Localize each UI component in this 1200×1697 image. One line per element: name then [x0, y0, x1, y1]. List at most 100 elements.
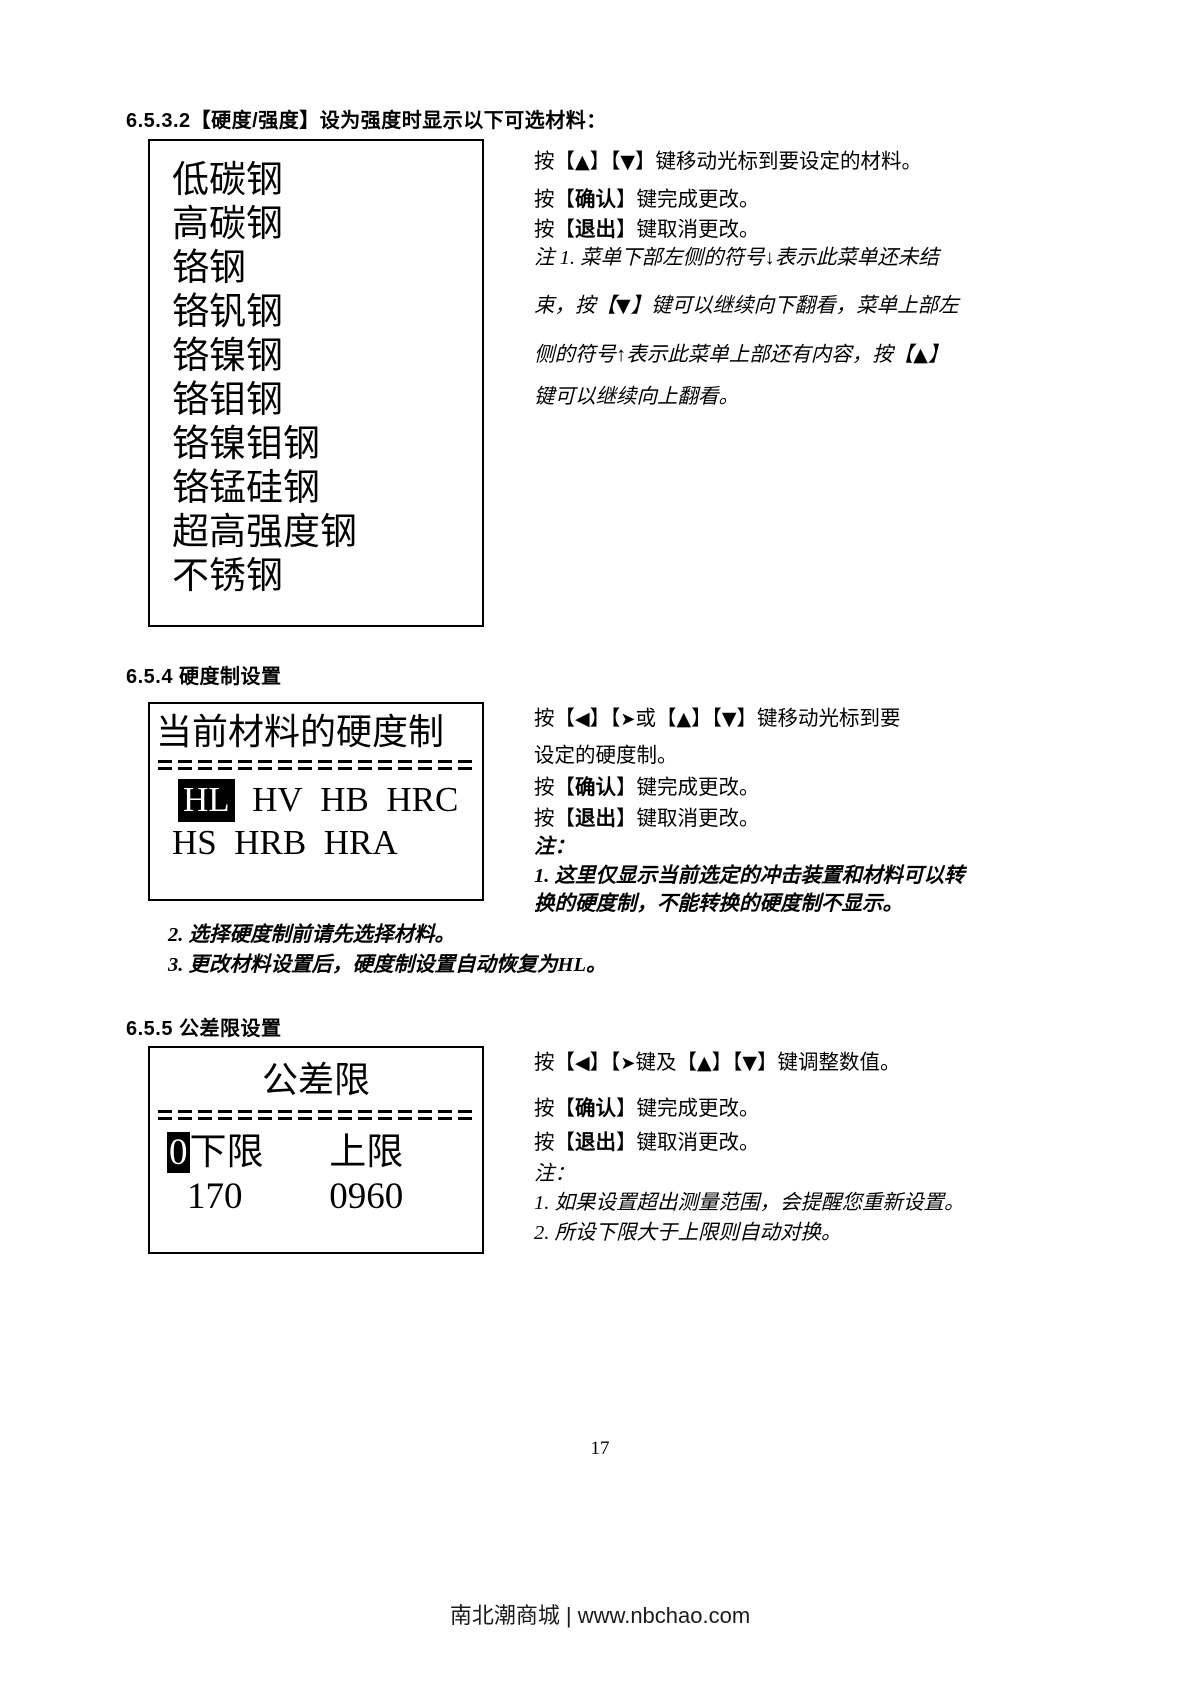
arrow-down-icon: ▼: [721, 708, 737, 730]
text: 】键调整数值。: [756, 1052, 901, 1074]
text: 键可以继续向上翻看。: [534, 386, 739, 408]
screen-title: 当前材料的硬度制: [156, 712, 445, 752]
cursor-block[interactable]: 0: [167, 1132, 190, 1173]
instruction-line: 按【确认】键完成更改。: [534, 778, 1014, 799]
page-number: 17: [590, 1438, 610, 1459]
text: 或【: [635, 708, 677, 730]
arrow-down-icon: ▼: [616, 295, 631, 317]
note-line-2: 2. 选择硬度制前请先选择材料。: [168, 925, 455, 946]
list-item[interactable]: 铬钢: [172, 248, 246, 289]
scale-option-hs[interactable]: HS: [172, 823, 217, 862]
text: 】键移动光标到要: [736, 708, 901, 730]
scale-option-hl[interactable]: HL: [178, 779, 235, 822]
text: 】【: [691, 708, 722, 730]
screen-divider: [158, 1110, 474, 1120]
list-item[interactable]: 超高强度钢: [172, 512, 357, 553]
list-item[interactable]: 铬镍钼钢: [172, 424, 320, 465]
scale-row-1: HL HV HB HRC: [150, 770, 482, 822]
list-item[interactable]: 不锈钢: [172, 556, 283, 597]
text: 】键移动光标到要设定的材料。: [635, 151, 922, 173]
instruction-line: 按【◀】【➤键及【▲】【▼】键调整数值。: [534, 1053, 1014, 1074]
scale-option-hrc[interactable]: HRC: [386, 780, 459, 819]
text: 】键完成更改。: [616, 1097, 760, 1120]
lower-limit-label: 0下限: [167, 1131, 329, 1175]
note-line-3: 3. 更改材料设置后，硬度制设置自动恢复为HL。: [168, 955, 606, 976]
text: 】键取消更改。: [616, 1132, 760, 1154]
arrow-right-icon: ➤: [620, 709, 636, 730]
text: 】【: [589, 708, 621, 730]
note-label: 注：: [534, 836, 575, 858]
text: 】【: [589, 1052, 621, 1074]
lower-limit-value[interactable]: 170: [187, 1176, 243, 1217]
arrow-left-icon: ◀: [575, 1052, 590, 1074]
arrow-down-icon: ▼: [742, 1052, 757, 1074]
instructions-6-5-3-2: 按【▲】【▼】键移动光标到要设定的材料。 按【确认】键完成更改。 按【退出】键取…: [534, 152, 1014, 408]
text: 下限: [189, 1132, 264, 1173]
text: 按【: [534, 1132, 575, 1154]
text: 按【: [534, 1052, 575, 1074]
instruction-line: 按【确认】键完成更改。: [534, 188, 1014, 211]
note-line: 1. 这里仅显示当前选定的冲击装置和材料可以转: [534, 864, 965, 887]
scale-option-hv[interactable]: HV: [252, 780, 303, 819]
text: 按【: [534, 1097, 575, 1120]
arrow-up-icon: ▲: [913, 343, 928, 366]
note-line: 键可以继续向上翻看。: [534, 387, 1014, 408]
list-item[interactable]: 铬锰硅钢: [172, 468, 320, 509]
key-label-exit: 退出: [575, 1132, 616, 1154]
text: 按【: [534, 807, 575, 830]
text: 2. 选择硬度制前请先选择材料。: [168, 924, 455, 946]
instruction-line: 按【退出】键取消更改。: [534, 220, 1014, 241]
instruction-line: 设定的硬度制。: [534, 744, 678, 767]
instruction-line: 按【▲】【▼】键移动光标到要设定的材料。: [534, 152, 1014, 173]
arrow-down-icon: ▼: [620, 151, 635, 173]
text: 】键完成更改。: [616, 777, 760, 799]
text: 束，按【: [534, 295, 616, 317]
text: 】键取消更改。: [616, 807, 760, 830]
section-heading-6-5-4: 6.5.4 硬度制设置: [126, 666, 282, 688]
arrow-up-icon: ▲: [575, 151, 590, 173]
text: 3. 更改材料设置后，硬度制设置自动恢复为HL。: [168, 954, 607, 976]
upper-limit-label: 上限: [329, 1132, 404, 1173]
note-line: 1. 如果设置超出测量范围，会提醒您重新设置。: [534, 1192, 965, 1214]
text: 按【: [534, 219, 575, 241]
section-heading-6-5-5: 6.5.5 公差限设置: [126, 1018, 282, 1040]
arrow-up-icon: ▲: [676, 708, 692, 730]
scale-row-2: HS HRB HRA: [150, 820, 482, 863]
note-line: 束，按【▼】键可以继续向下翻看，菜单上部左: [534, 296, 1014, 317]
list-item[interactable]: 铬钒钢: [172, 292, 283, 333]
instruction-line: 按【退出】键取消更改。: [534, 807, 1014, 830]
text: 侧的符号↑表示此菜单上部还有内容，按【: [534, 343, 914, 366]
instruction-line: 按【◀】【➤或【▲】【▼】键移动光标到要: [534, 709, 1014, 730]
note-line: 2. 所设下限大于上限则自动对换。: [534, 1221, 842, 1244]
text: 】【: [711, 1052, 743, 1074]
list-item[interactable]: 铬钼钢: [172, 380, 283, 421]
text: 按【: [534, 151, 575, 173]
key-label-confirm: 确认: [575, 1097, 616, 1120]
text: 按【: [534, 708, 575, 730]
key-label-confirm: 确认: [575, 777, 616, 799]
text: 】键完成更改。: [616, 188, 760, 211]
text: 】键取消更改。: [616, 219, 760, 241]
text: 注 1. 菜单下部左侧的符号↓表示此菜单还未结: [534, 246, 939, 269]
arrow-left-icon: ◀: [575, 708, 590, 730]
tolerance-limit-screen: 公差限 0下限 170 上限 0960: [148, 1046, 484, 1254]
instruction-line: 按【退出】键取消更改。: [534, 1133, 1014, 1154]
list-item[interactable]: 高碳钢: [172, 204, 283, 245]
scale-option-hrb[interactable]: HRB: [234, 823, 307, 862]
screen-divider: [158, 760, 474, 770]
text: 按【: [534, 777, 575, 799]
key-label-exit-text: 退出: [575, 219, 616, 241]
scale-option-hra[interactable]: HRA: [323, 823, 398, 862]
limits-row: 0下限 170 上限 0960: [150, 1120, 482, 1219]
text: 按【: [534, 188, 575, 211]
scale-option-hb[interactable]: HB: [320, 780, 369, 819]
text: 键及【: [635, 1052, 697, 1074]
instruction-line: 按【确认】键完成更改。: [534, 1097, 1014, 1120]
hardness-scale-screen: 当前材料的硬度制 HL HV HB HRC HS HRB HRA: [148, 702, 484, 901]
list-item[interactable]: 低碳钢: [172, 160, 283, 201]
upper-limit-value[interactable]: 0960: [329, 1176, 404, 1217]
screen-title: 公差限: [261, 1060, 370, 1100]
note-line: 换的硬度制，不能转换的硬度制不显示。: [534, 893, 903, 915]
list-item[interactable]: 铬镍钢: [172, 336, 283, 377]
